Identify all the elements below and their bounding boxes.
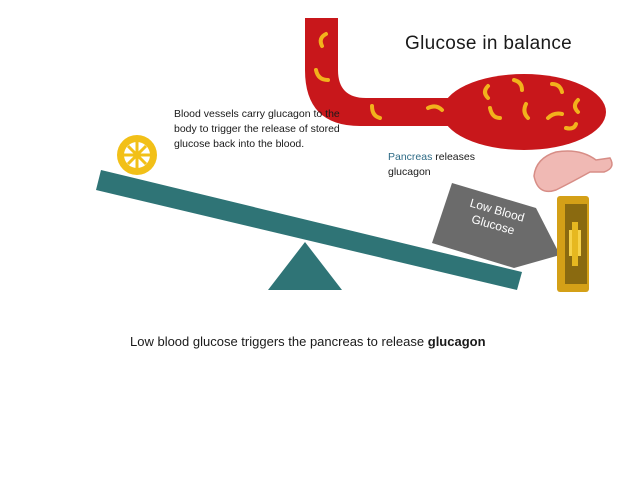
caption-lead: Low blood glucose triggers the pancreas … (130, 334, 428, 349)
glucose-molecule (318, 32, 328, 48)
glucose-molecule (512, 78, 524, 92)
glucose-molecule (370, 104, 382, 120)
glucose-molecule (573, 98, 580, 114)
glucose-molecule (546, 111, 564, 120)
diagram-caption: Low blood glucose triggers the pancreas … (130, 334, 486, 349)
pancreas-icon (533, 150, 613, 193)
gear-icon (117, 135, 157, 175)
glucose-molecule (564, 122, 578, 131)
glucose-molecule (483, 84, 490, 100)
glucose-molecule (488, 106, 502, 120)
glucose-molecule (522, 102, 530, 120)
glucose-molecule (314, 68, 330, 82)
glucose-molecule (426, 104, 444, 112)
caption-bold: glucagon (427, 334, 486, 349)
blood-vessels-note: Blood vessels carry glucagon to the body… (174, 108, 340, 150)
pancreas-label: Pancreas (388, 151, 433, 163)
seesaw-beam (96, 170, 522, 290)
blood-vessel (305, 18, 470, 126)
seesaw-fulcrum (268, 242, 342, 290)
diagram-title: Glucose in balance (405, 33, 573, 54)
glucose-gauge (557, 196, 589, 292)
glucose-molecule (550, 82, 564, 94)
pancreas-note-rest: releases glucagon (388, 151, 475, 178)
glucose-molecules (314, 32, 580, 131)
pancreas-note: Pancreas releases glucagon (388, 150, 518, 180)
low-glucose-arrow (432, 183, 560, 268)
